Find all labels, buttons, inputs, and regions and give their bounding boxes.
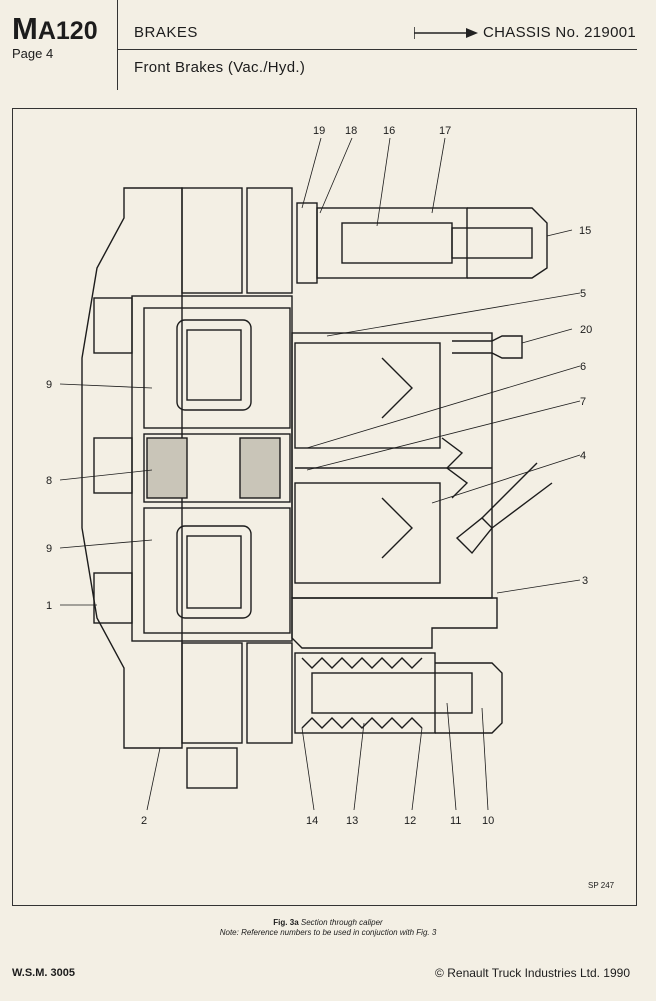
callout-4: 4 — [580, 450, 586, 462]
footer-manual-ref: W.S.M. 3005 — [12, 967, 75, 979]
upper-pin-housing — [316, 207, 468, 279]
friction-lining-right — [239, 437, 281, 499]
lower-pin-cap-10 — [435, 662, 503, 734]
caliper-bottom-lug — [246, 642, 293, 744]
upper-piston-cone — [381, 357, 413, 419]
manual-code-prefix: M — [12, 11, 38, 46]
callout-11: 11 — [450, 815, 461, 827]
callout-9-upper: 9 — [46, 379, 52, 391]
callout-1: 1 — [46, 600, 52, 612]
callout-19: 19 — [313, 125, 325, 137]
caption-note: Note: Reference numbers to be used in co… — [219, 928, 437, 937]
callout-16: 16 — [383, 125, 395, 137]
header-vertical-rule — [117, 0, 118, 90]
bracket-tab-top — [93, 297, 133, 354]
lower-spring-top — [301, 657, 423, 669]
caliper-section-drawing: 19 18 16 17 15 5 20 6 7 4 3 9 8 9 1 2 14… — [46, 125, 615, 890]
lower-pad-assembly — [143, 507, 291, 634]
manual-code-block: MA120 Page 4 — [12, 11, 98, 61]
disc-top — [181, 187, 243, 294]
hose-line-b — [491, 482, 553, 529]
callout-15: 15 — [579, 225, 591, 237]
header-horizontal-rule — [117, 49, 637, 50]
callout-8: 8 — [46, 475, 52, 487]
arrow-right-icon — [414, 27, 478, 39]
figure-caption: Fig. 3a Section through caliper Note: Re… — [0, 918, 656, 938]
lower-piston — [294, 482, 441, 584]
cylinder-body — [291, 332, 493, 599]
upper-pad-assembly — [143, 307, 291, 429]
friction-lining-left — [146, 437, 188, 499]
callout-2: 2 — [141, 815, 147, 827]
hose-fitting — [455, 517, 493, 555]
upper-piston — [294, 342, 441, 449]
page-number: Page 4 — [12, 46, 54, 61]
chassis-number: CHASSIS No. 219001 — [483, 24, 636, 41]
callout-5: 5 — [580, 288, 586, 300]
upper-pin-end — [451, 227, 533, 259]
lower-pad-insert — [186, 535, 242, 609]
caliper-top-lug — [246, 187, 293, 294]
figure-ref-code: SP 247 — [588, 881, 615, 890]
lower-slide-pin-11 — [311, 672, 473, 714]
bracket-tab-bottom — [93, 572, 133, 624]
caliper-outer-body — [81, 187, 183, 749]
section-subtitle: Front Brakes (Vac./Hyd.) — [134, 59, 306, 76]
callout-3: 3 — [582, 575, 588, 587]
bracket-tab-mid — [93, 437, 133, 494]
caption-title: Section through caliper — [300, 918, 383, 927]
fluid-passage — [441, 437, 469, 499]
upper-pad-insert — [186, 329, 242, 401]
upper-pad-window — [176, 319, 252, 411]
upper-slide-pin-16 — [341, 222, 453, 264]
callout-10: 10 — [482, 815, 494, 827]
lower-housing-3 — [291, 597, 498, 649]
lower-pad-window — [176, 525, 252, 619]
upper-pin-cap-15 — [467, 207, 548, 279]
section-title: BRAKES — [134, 24, 198, 41]
figure-frame — [12, 108, 637, 906]
lower-spring-bottom — [301, 717, 423, 729]
callout-17: 17 — [439, 125, 451, 137]
callout-18: 18 — [345, 125, 357, 137]
disc-bottom — [181, 642, 243, 744]
lower-piston-cone — [381, 497, 413, 559]
hub-stub — [186, 747, 238, 789]
manual-code: MA120 — [12, 11, 98, 46]
upper-seal-19 — [296, 202, 318, 284]
callout-9-lower: 9 — [46, 543, 52, 555]
lower-pin-housing — [294, 652, 436, 734]
caption-label: Fig. 3a — [273, 918, 299, 927]
bleed-nipple-20 — [452, 335, 523, 359]
callout-13: 13 — [346, 815, 358, 827]
callout-12: 12 — [404, 815, 416, 827]
callout-7: 7 — [580, 396, 586, 408]
footer-copyright: © Renault Truck Industries Ltd. 1990 — [435, 966, 630, 980]
callout-6: 6 — [580, 361, 586, 373]
manual-code-rest: A120 — [37, 17, 98, 45]
friction-pads — [143, 433, 291, 503]
callout-20: 20 — [580, 324, 592, 336]
callout-14: 14 — [306, 815, 318, 827]
